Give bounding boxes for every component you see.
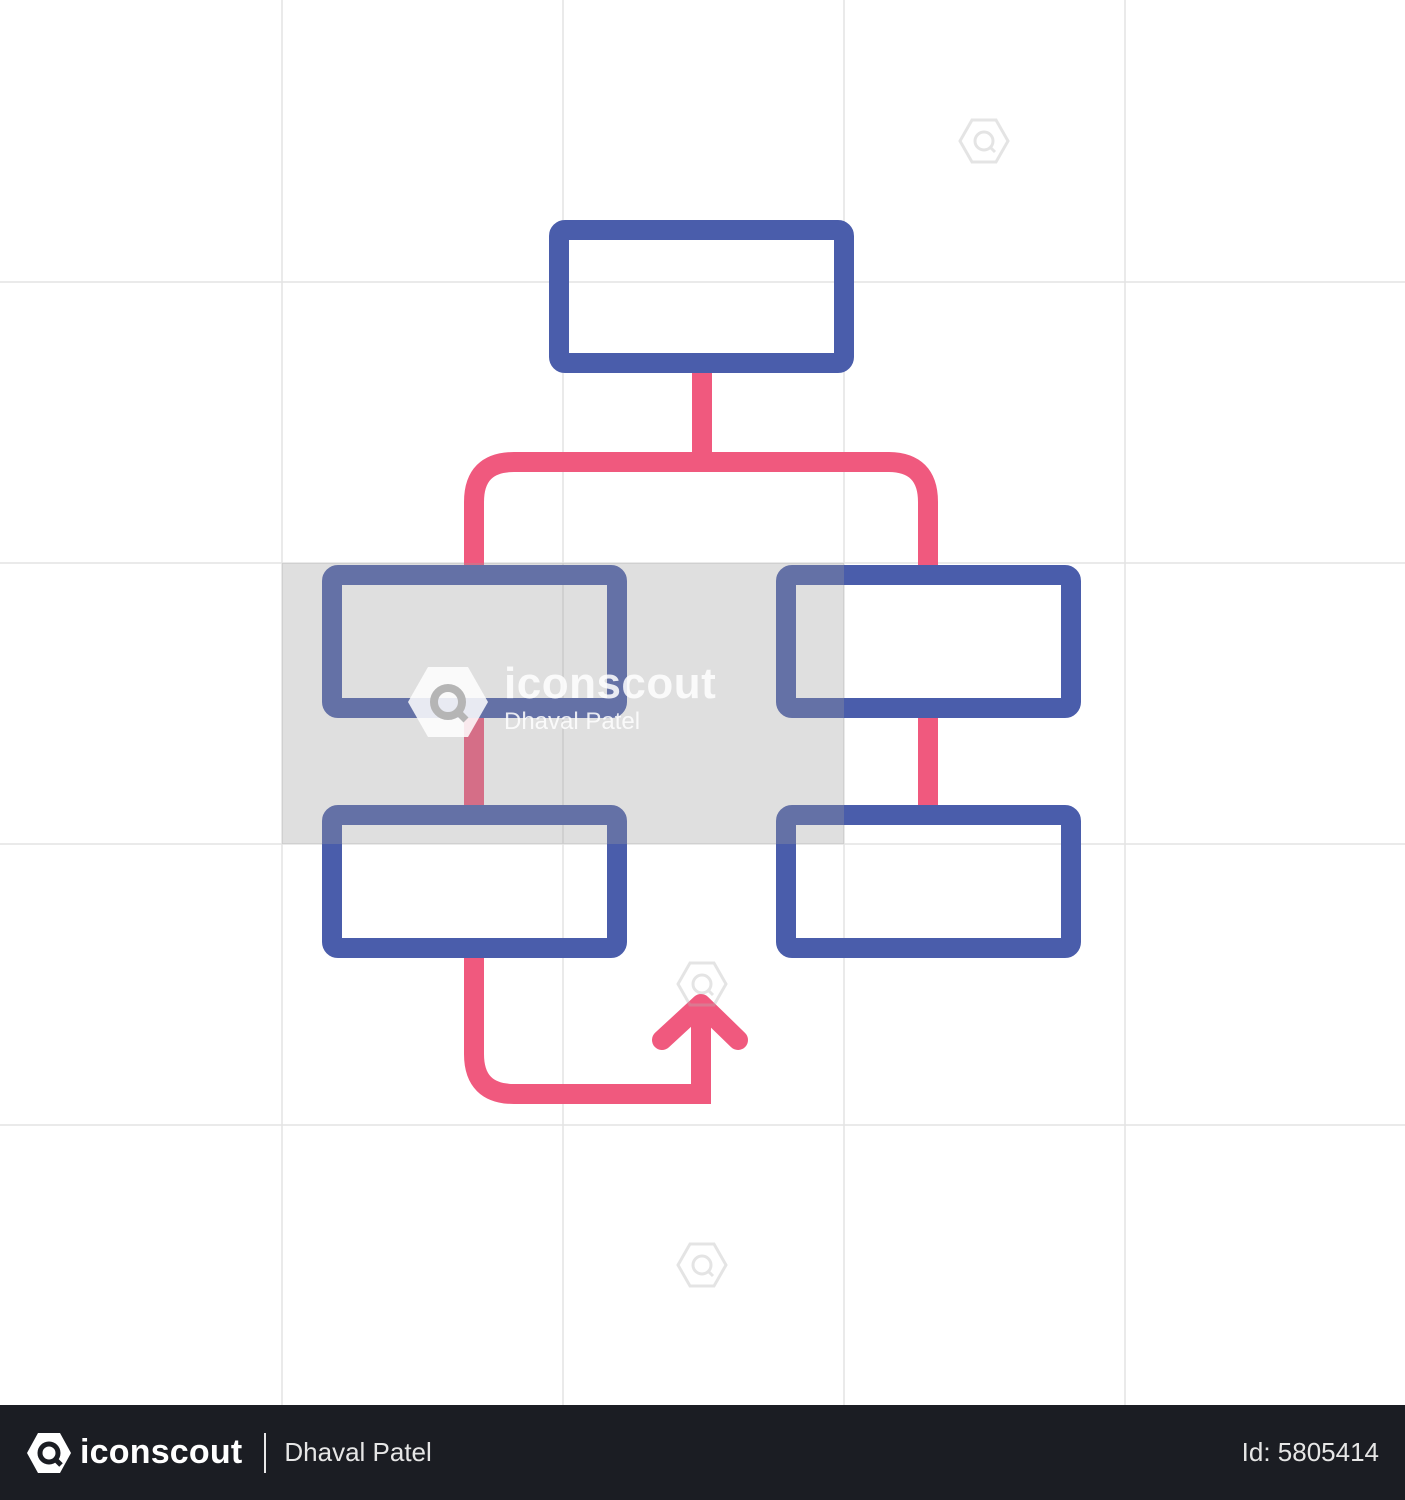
footer-author[interactable]: Dhaval Patel xyxy=(284,1437,432,1467)
watermark-badge-icon xyxy=(676,961,728,1007)
watermark-overlay xyxy=(282,563,844,844)
connector-loop xyxy=(464,952,711,1104)
box-bottom-right xyxy=(776,805,1081,958)
footer-bar: iconscout Dhaval Patel Id: 5805414 xyxy=(0,1405,1405,1500)
illustration-canvas: iconscout Dhaval Patel xyxy=(0,0,1405,1405)
box-bottom-left xyxy=(322,805,627,958)
connector-branch xyxy=(464,452,938,578)
watermark-badge-icon xyxy=(676,1242,728,1288)
footer-logo[interactable]: iconscout xyxy=(26,1430,242,1476)
watermark-logo-icon xyxy=(408,667,488,737)
iconscout-logo-icon xyxy=(27,1432,71,1473)
arrow-head-icon xyxy=(652,994,748,1050)
footer-asset-id: Id: 5805414 xyxy=(1241,1437,1379,1467)
flow-connectors xyxy=(464,370,938,1104)
box-mid-right xyxy=(776,565,1081,718)
footer-divider xyxy=(264,1432,267,1473)
watermark-badge-icon xyxy=(958,118,1010,164)
flowchart-illustration xyxy=(0,0,1405,1405)
box-top xyxy=(549,220,854,373)
footer-brand: iconscout xyxy=(80,1433,243,1471)
